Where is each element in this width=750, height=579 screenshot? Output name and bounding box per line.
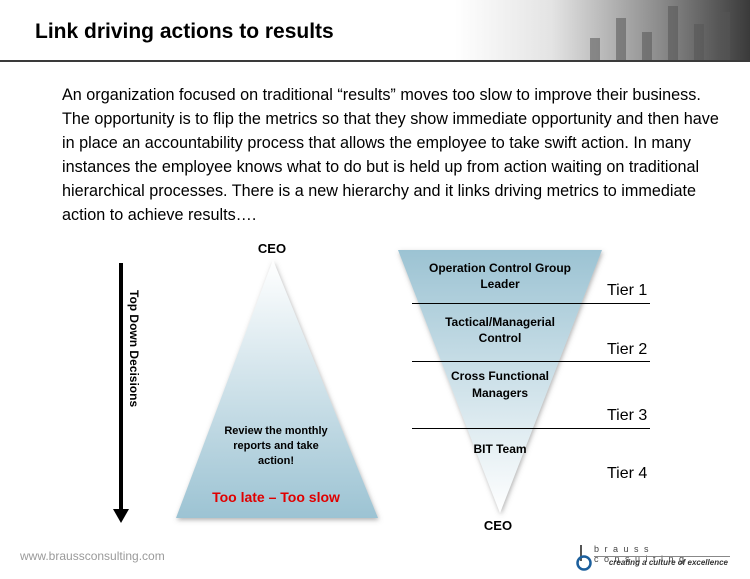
pyramid-body-text: Review the monthly reports and take acti… (224, 425, 328, 467)
header-divider (0, 60, 750, 62)
header-banner: Link driving actions to results (0, 0, 750, 62)
tier-4-label: Tier 4 (607, 465, 648, 482)
tier-divider (412, 428, 650, 429)
top-down-arrow (119, 263, 123, 510)
footer-website-url: www.braussconsulting.com (20, 549, 165, 563)
page-title: Link driving actions to results (35, 20, 334, 43)
inverted-pyramid (398, 250, 602, 513)
level-operation-control: Operation Control Group Leader (429, 261, 571, 291)
tier-3-label: Tier 3 (607, 407, 648, 424)
tier-1-label: Tier 1 (607, 282, 648, 299)
intro-paragraph: An organization focused on traditional “… (62, 86, 719, 224)
pyramid-apex-ceo: CEO (257, 241, 287, 256)
too-late-warning: Too late – Too slow (212, 489, 340, 505)
brauss-logo-icon (576, 545, 592, 571)
tier-divider (412, 303, 650, 304)
inverted-pyramid-ceo: CEO (483, 518, 513, 533)
tier-2-label: Tier 2 (607, 341, 648, 358)
level-bit-team: BIT Team (473, 442, 527, 456)
arrow-down-icon (113, 509, 129, 523)
header-photo (390, 0, 750, 62)
axis-label-top-down: Top Down Decisions (127, 290, 141, 408)
logo-wordmark: brauss consulting (594, 544, 690, 564)
traditional-pyramid (176, 260, 378, 518)
level-tactical-control: Tactical/Managerial Control (445, 315, 555, 345)
logo-divider (594, 556, 730, 557)
level-cross-functional: Cross Functional Managers (450, 369, 549, 400)
logo-tagline: creating a culture of excellence (608, 558, 728, 567)
tier-divider (412, 361, 650, 362)
